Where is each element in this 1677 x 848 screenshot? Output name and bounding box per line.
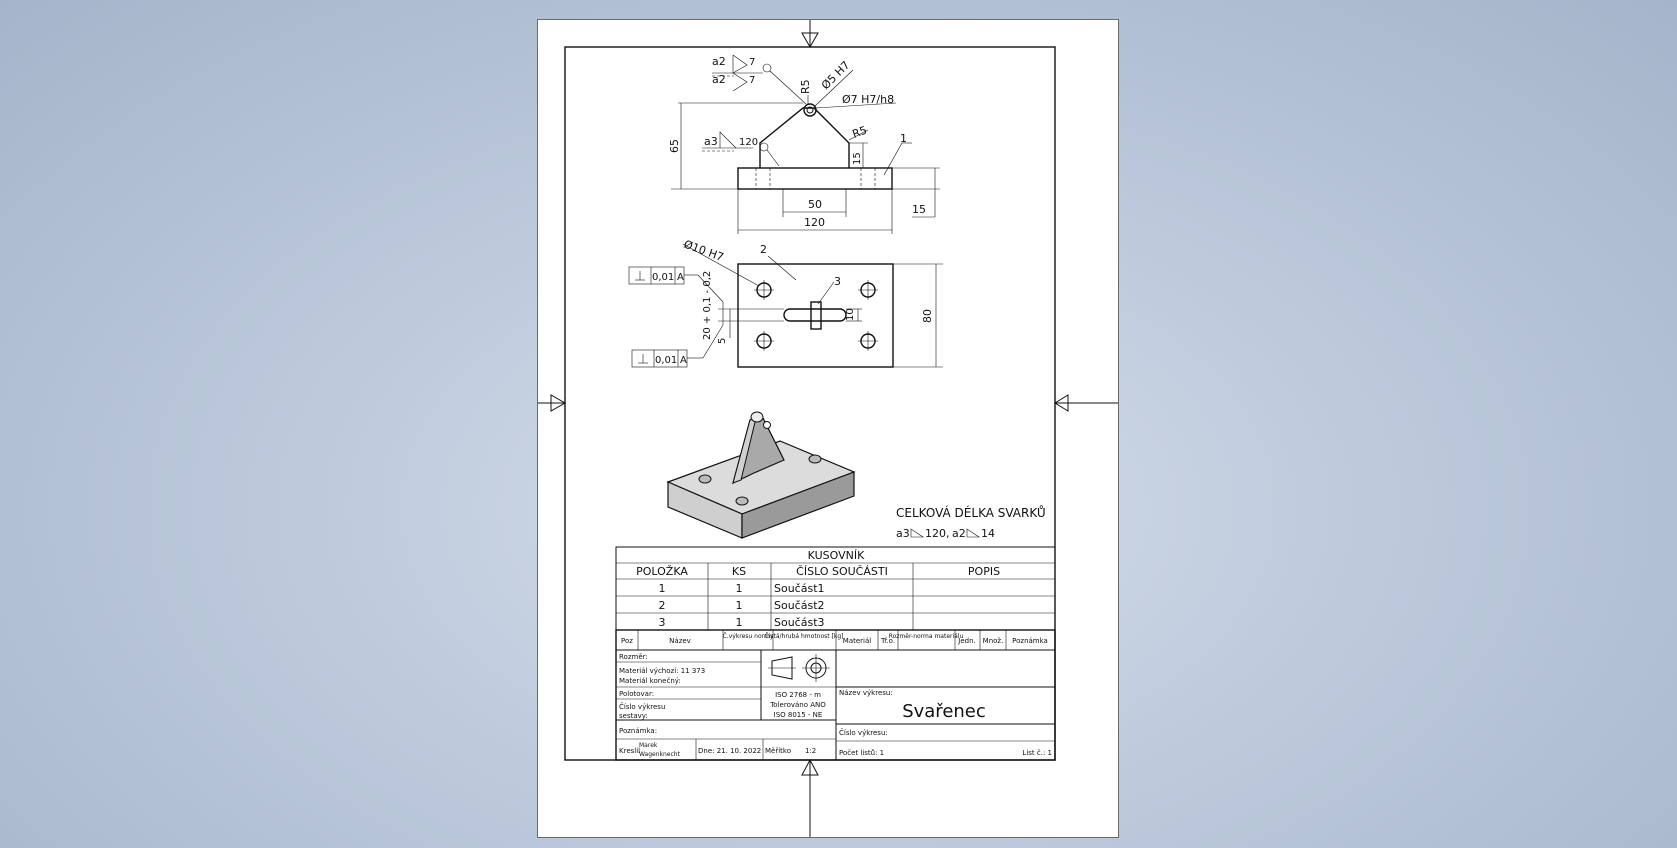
weld-side-len-label: 120 [739,137,758,148]
parts-row-item: 2 [659,599,666,612]
weld-total-note: CELKOVÁ DÉLKA SVARKŮ a3 120, a2 14 [896,505,1046,540]
dim-5: 5 [717,338,728,344]
tb-author-last: Wagenknecht [639,751,681,758]
tb-polotovar: Polotovar: [619,690,654,698]
parts-row-qty: 1 [736,616,743,629]
dim-80: 80 [921,309,934,323]
parts-header-qty: KS [732,565,746,578]
tb-header-poznamka: Poznámka [1012,637,1048,645]
balloon-1: 1 [900,132,907,145]
parts-list-title: KUSOVNÍK [808,549,865,562]
hole-callout: Ø10 H7 [682,238,725,264]
balloon-3: 3 [834,275,841,288]
radius-right-label: R5 [851,124,869,141]
weld-total-2: a2 [952,527,966,540]
tb-material-konecny: Materiál konečný: [619,677,681,685]
dim-50: 50 [808,198,822,211]
parts-list: KUSOVNÍK POLOŽKA KS ČÍSLO SOUČÁSTI POPIS… [615,546,1056,631]
parts-header-item: POLOŽKA [636,565,688,578]
tol-value-bot: 0,01 [655,355,677,366]
weld-bot-a-label: a2 [712,73,726,86]
tb-header-hmotnost: Čistá/hrubá hmotnost [kg] [765,633,844,640]
tb-header-mnozstvi: Množ. [983,637,1004,645]
parts-row-part: Součást2 [774,599,825,612]
radius-top-label: R5 [799,79,812,94]
drawing-title: Svařenec [902,701,986,722]
parts-header-desc: POPIS [968,565,1000,578]
tol-datum-top: A [677,272,684,283]
tb-header-cislo-vykresu: Č.výkresu normy [723,633,774,640]
tb-rozmer: Rozměr: [619,653,648,661]
tb-poznamka: Poznámka: [619,727,657,735]
weld-total-1-len: 120, [925,527,950,540]
tol-value-top: 0,01 [652,272,674,283]
tb-header-trida: Tř.o. [880,637,895,645]
dim-15-rib: 15 [852,152,863,165]
centering-mark-bottom [801,758,819,837]
tol-datum-bot: A [680,355,687,366]
dim-65: 65 [668,139,681,153]
tb-cislo-vykresu: Číslo výkresu: [839,728,888,737]
weld-total-title: CELKOVÁ DÉLKA SVARKŮ [896,505,1046,520]
parts-row-part: Součást3 [774,616,825,629]
dim-120: 120 [804,216,825,229]
tb-date: Dne: 21. 10. 2022 [698,747,761,755]
parts-row-qty: 1 [736,582,743,595]
tb-iso-1: ISO 2768 - m [775,691,821,699]
tb-pocet-listu: Počet listů: 1 [839,749,884,757]
technical-drawing: a2 7 a2 7 a3 120 R5 Ø5 H7 Ø7 H7/h8 R5 65… [538,20,1118,837]
title-block: Poz Název Č.výkresu normy Čistá/hrubá hm… [615,629,1056,761]
tb-nazev-label: Název výkresu: [839,689,893,697]
dim-15-thickness: 15 [912,203,926,216]
tb-list: List č.: 1 [1022,749,1052,757]
tb-header-material: Materiál [843,637,871,645]
tb-header-jednotka: Jedn. [957,637,975,645]
isometric-view [666,411,856,539]
pin-fit-label: Ø7 H7/h8 [842,93,894,106]
drawing-sheet: a2 7 a2 7 a3 120 R5 Ø5 H7 Ø7 H7/h8 R5 65… [537,19,1119,838]
tb-header-rozmer-norma: Rozměr-norma materiálu [889,633,964,640]
parts-row-item: 3 [659,616,666,629]
weld-top-len-label: 7 [749,57,755,68]
centering-mark-right [1054,394,1118,412]
weld-total-1: a3 [896,527,910,540]
parts-row-qty: 1 [736,599,743,612]
tb-iso-3: ISO 8015 - NE [774,711,823,719]
top-view: Ø10 H7 2 3 0,01 A 0,01 A 20 + 0,1 - 0,2 … [628,238,943,368]
dim-slot: 20 + 0,1 - 0,2 [702,271,713,340]
parts-row-part: Součást1 [774,582,825,595]
dim-10: 10 [845,308,856,321]
parts-header-part: ČÍSLO SOUČÁSTI [796,565,888,578]
tb-meritko-label: Měřítko [765,747,791,755]
tb-material-vychozi: Materiál výchozí: 11 373 [619,667,705,675]
weld-side-a-label: a3 [704,135,718,148]
tb-kreslil: Kreslil [619,747,640,755]
weld-top-a-label: a2 [712,55,726,68]
weld-bot-len-label: 7 [749,75,755,86]
tb-iso-2: Tolerováno ANO [769,701,826,709]
balloon-2: 2 [760,243,767,256]
parts-row-item: 1 [659,582,666,595]
tb-cislo-sestavy-2: sestavy: [619,712,648,720]
tb-header-nazev: Název [669,637,691,645]
weld-total-2-len: 14 [981,527,995,540]
centering-mark-top [801,20,819,49]
tb-header-poz: Poz [621,637,633,645]
tb-meritko: 1:2 [805,747,816,755]
tb-author-first: Marek [639,742,658,749]
centering-mark-left [538,394,567,412]
tb-cislo-sestavy: Číslo výkresu [619,702,665,711]
front-view: a2 7 a2 7 a3 120 R5 Ø5 H7 Ø7 H7/h8 R5 65… [668,54,940,234]
